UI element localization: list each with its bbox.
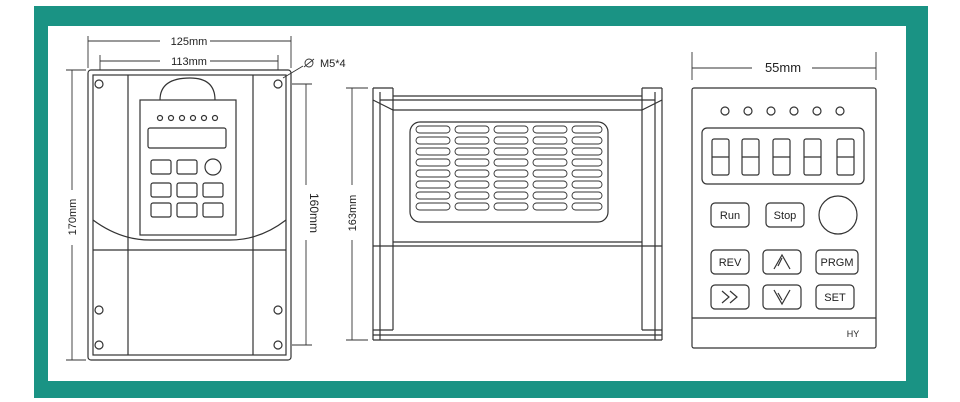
width-inner-label: 113mm	[171, 56, 207, 68]
prgm-button-label: PRGM	[821, 257, 854, 269]
up-arrow-icon	[773, 253, 791, 270]
knob-icon	[818, 195, 858, 235]
front-view	[87, 69, 292, 361]
set-button-label: SET	[824, 292, 846, 304]
down-arrow-icon	[773, 289, 791, 306]
run-button-label: Run	[720, 210, 740, 222]
side-view	[372, 87, 663, 341]
height-inner-label: 160mm	[307, 193, 321, 233]
hole-label: M5*4	[320, 58, 346, 70]
keypad-view	[691, 87, 877, 349]
side-height-label: 163mm	[347, 195, 359, 232]
stop-button-label: Stop	[774, 210, 797, 222]
height-outer-label: 170mm	[67, 199, 79, 236]
keypad-width-label: 55mm	[765, 60, 801, 75]
fast-forward-icon	[721, 290, 738, 304]
width-outer-label: 125mm	[171, 36, 208, 48]
brand-label: HY	[847, 329, 860, 339]
rev-button-label: REV	[719, 257, 742, 269]
